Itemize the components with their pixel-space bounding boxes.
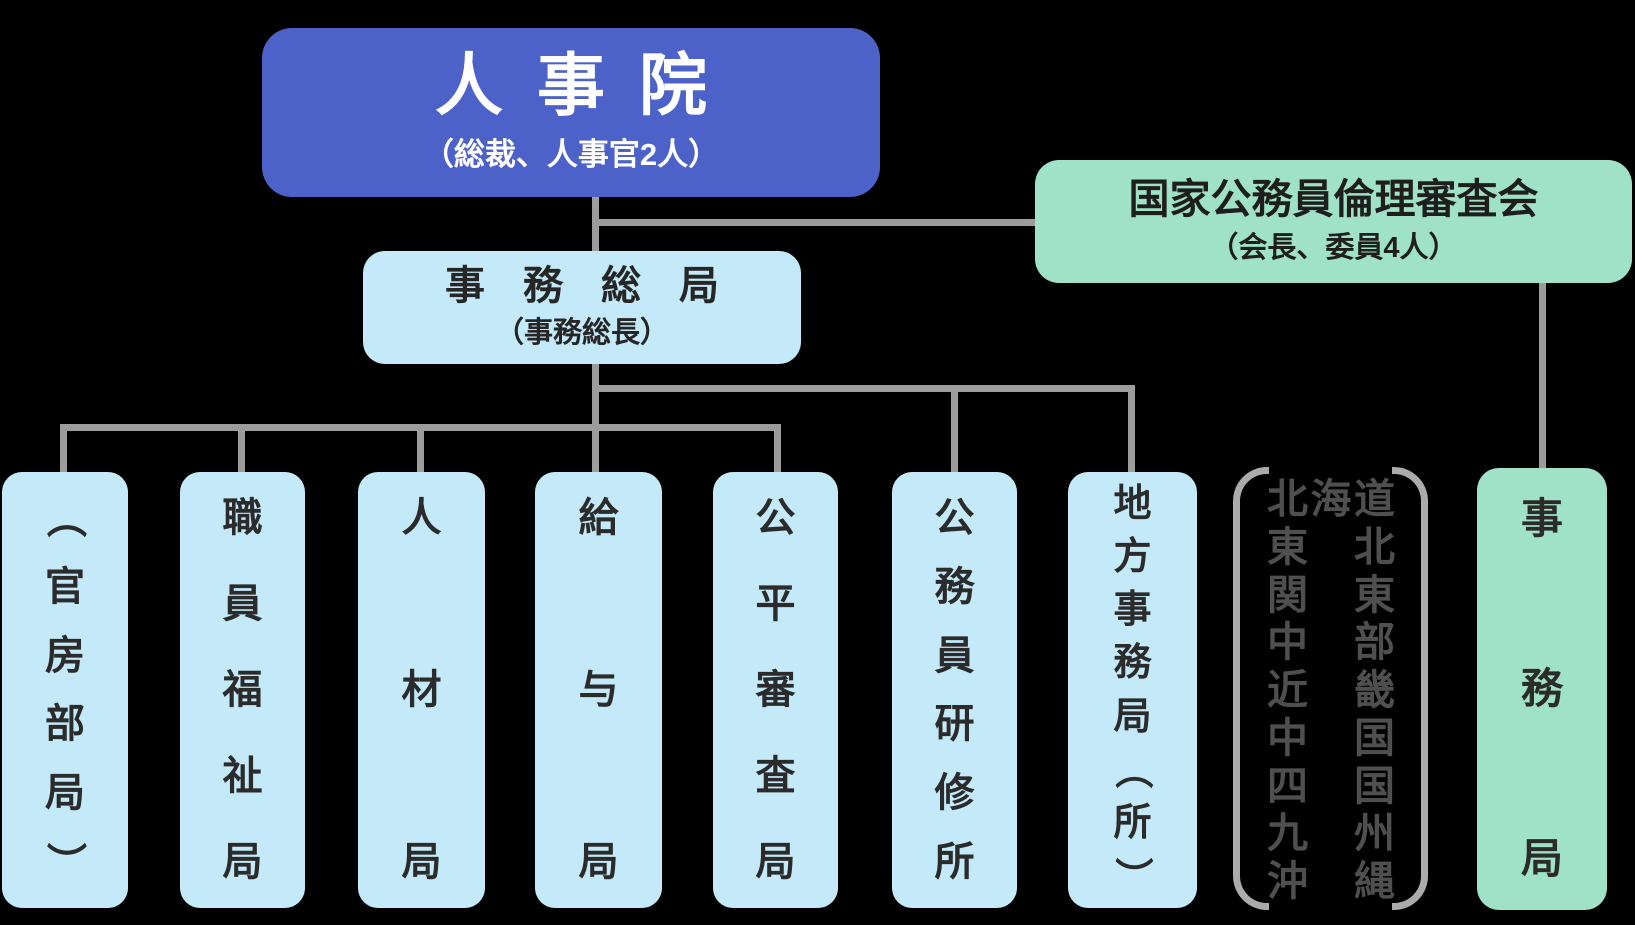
region-name: 関東 [1267, 571, 1395, 618]
connector-stub-kenshujo [951, 385, 958, 472]
region-name: 近畿 [1267, 667, 1395, 713]
root-title: 人事院 [434, 48, 741, 125]
ethics-secretariat-box: 事務局 [1477, 468, 1607, 910]
region-name: 東北 [1267, 523, 1395, 570]
ethics-secretariat-label: 事務局 [1520, 495, 1563, 882]
connector-stub-fukushi [238, 424, 245, 472]
region-name: 中国 [1267, 714, 1395, 761]
dept-box-komuin-kenshujo: 公務員研修所 [892, 472, 1017, 908]
ethics-board-box: 国家公務員倫理審査会 （会長、委員4人） [1035, 160, 1632, 283]
dept-box-kohei-shinsa: 公平審査局 [713, 472, 838, 908]
bracket-left-paren [1233, 467, 1269, 910]
connector-stub-chiho [1128, 385, 1135, 472]
region-name: 沖縄 [1267, 858, 1395, 904]
dept-label: 職員福祉局 [222, 496, 263, 884]
region-name: 九州 [1267, 810, 1395, 857]
dept-label: 公平審査局 [755, 496, 796, 884]
dept-box-shokuin-fukushi: 職員福祉局 [180, 472, 305, 908]
ethics-board-title: 国家公務員倫理審査会 [1128, 175, 1539, 222]
dept-label: 人材局 [401, 496, 442, 884]
region-name: 中部 [1267, 619, 1395, 666]
ethics-board-subtitle: （会長、委員4人） [1209, 232, 1458, 265]
root-subtitle: （総裁、人事官2人） [422, 136, 720, 172]
connector-ethics-to-jimukyoku [1539, 283, 1546, 468]
region-list: 北海道 東北 関東 中部 近畿 中国 四国 九州 沖縄 [1267, 479, 1395, 902]
dept-box-chiho-jimukyoku: 地方事務局（所） [1068, 472, 1197, 908]
dept-box-kyuyo: 給与局 [535, 472, 662, 908]
secretariat-general-subtitle: （事務総長） [494, 316, 669, 349]
dept-label: 給与局 [578, 496, 619, 884]
root-box-jinjiin: 人事院 （総裁、人事官2人） [262, 28, 880, 197]
dept-label: 地方事務局（所） [1111, 483, 1154, 895]
bracket-right-paren [1392, 467, 1428, 910]
secretariat-general-title: 事務総局 [445, 263, 757, 308]
connector-stub-kanbo [60, 424, 67, 472]
dept-box-jinzai: 人材局 [358, 472, 485, 908]
region-name: 北海道 [1267, 476, 1395, 522]
region-name: 四国 [1267, 762, 1395, 809]
connector-stub-jinzai [417, 424, 424, 472]
dept-label: （官房部局） [43, 498, 87, 882]
connector-stub-kohei [774, 424, 781, 472]
dept-box-kanbo-bukyoku: （官房部局） [2, 472, 128, 908]
dept-label: 公務員研修所 [934, 496, 975, 884]
secretariat-general-box: 事務総局 （事務総長） [363, 251, 801, 364]
connector-upper-horizontal [592, 385, 1135, 392]
connector-to-ethics-board [592, 219, 1039, 226]
